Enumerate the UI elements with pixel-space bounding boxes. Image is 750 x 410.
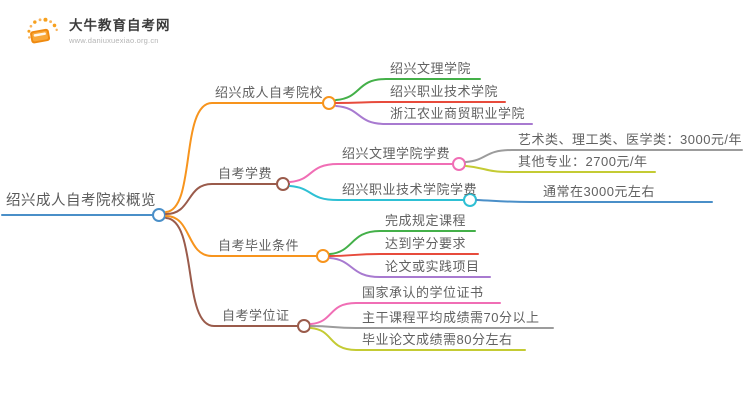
edge-branch-tuition [165,183,277,215]
node-grad-courses: 完成规定课程 [385,213,467,228]
brand-url: www.daniuxuexiao.org.cn [69,35,159,45]
node-tuition-zhiye: 绍兴职业技术学院学费 [342,182,478,197]
edge-grad-thesis [329,257,491,278]
brand-logo: 大牛教育自考网 www.daniuxuexiao.org.cn [24,10,171,48]
node-college-wenli: 绍兴文理学院 [390,61,472,76]
node-degree-score70: 主干课程平均成绩需70分以上 [362,310,540,325]
junction-branch-colleges [322,96,336,110]
edge-tuition-other [465,165,656,173]
branch-degree-label: 自考学位证 [222,308,290,323]
junction-tuition-wenli [452,157,466,171]
edge-branch-colleges [165,102,323,213]
edge-degree-national [310,302,501,325]
edge-tuition-zhiye-amount [476,199,713,203]
edge-college-shangmao [335,105,533,125]
edge-tuition-wenli [289,163,453,183]
node-tuition-other: 其他专业：2700元/年 [518,154,648,169]
edge-degree-score80 [310,327,526,351]
branch-graduation-label: 自考毕业条件 [218,238,300,253]
node-grad-credits: 达到学分要求 [385,236,467,251]
edge-degree-score70 [310,325,554,329]
node-college-shangmao: 浙江农业商贸职业学院 [390,106,526,121]
edge-college-wenli [335,78,481,101]
junction-branch-degree [297,319,311,333]
node-degree-national: 国家承认的学位证书 [362,285,484,300]
node-tuition-wenli: 绍兴文理学院学费 [342,146,451,161]
junction-branch-tuition [276,177,290,191]
root-node-label: 绍兴成人自考院校概览 [6,193,156,209]
brand-book-icon [27,17,58,44]
branch-colleges-label: 绍兴成人自考院校 [215,85,324,100]
node-grad-thesis: 论文或实践项目 [385,259,480,274]
edge-branch-graduation [165,215,317,257]
edge-tuition-zhiye [289,185,464,201]
node-degree-score80: 毕业论文成绩需80分左右 [362,332,513,347]
brand-name: 大牛教育自考网 [69,17,171,33]
edge-college-zhiye [335,101,506,104]
node-college-zhiye: 绍兴职业技术学院 [390,84,499,99]
brand-text: 大牛教育自考网 www.daniuxuexiao.org.cn [69,14,171,45]
node-tuition-zhiye-amount: 通常在3000元左右 [543,184,655,199]
branch-tuition-label: 自考学费 [218,166,273,181]
root-junction [152,208,166,222]
edge-tuition-art-sci-med [465,149,743,163]
junction-branch-graduation [316,249,330,263]
edge-grad-credits [329,253,479,257]
node-tuition-art-sci-med: 艺术类、理工类、医学类：3000元/年 [518,132,743,147]
edge-branch-degree [165,217,298,327]
edge-grad-courses [329,230,476,255]
